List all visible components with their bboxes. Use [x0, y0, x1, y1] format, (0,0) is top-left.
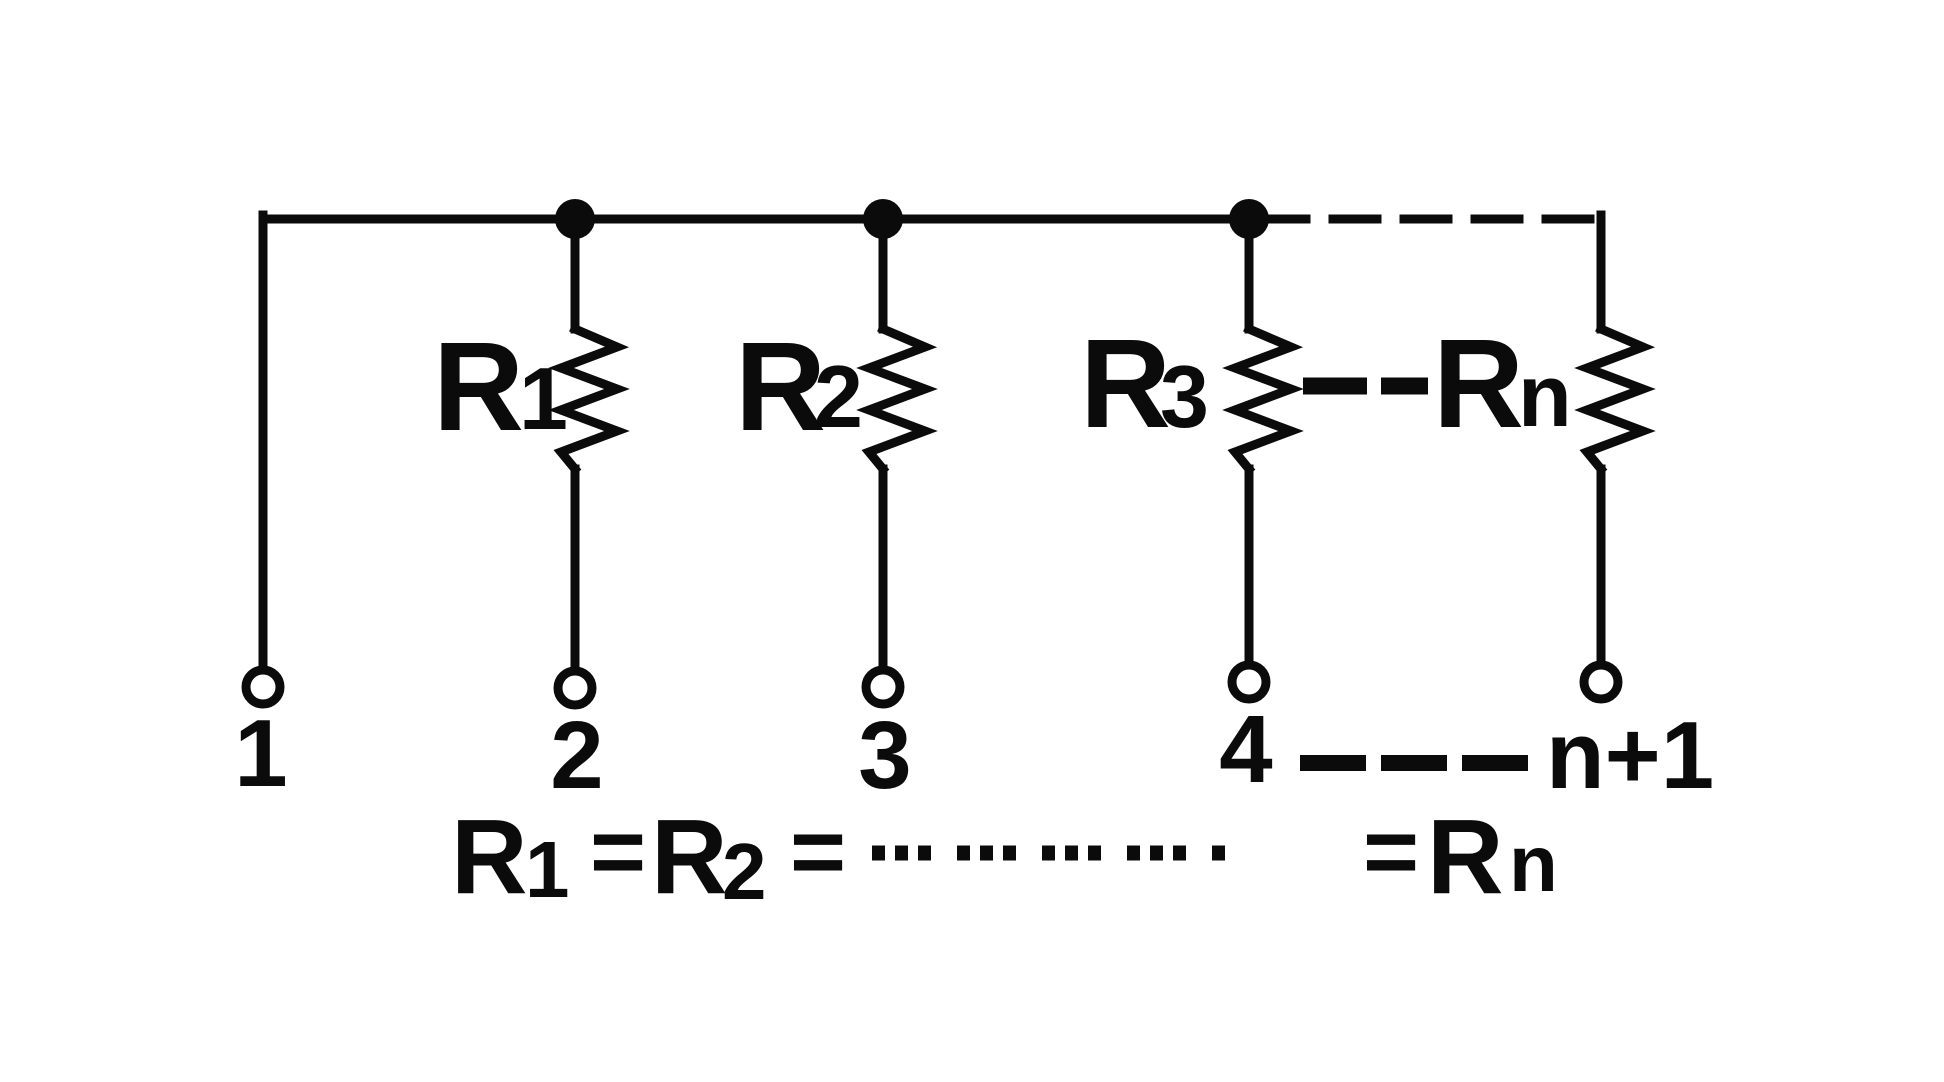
top-bus [258, 199, 1611, 239]
terminal-label-4: 4 [1219, 696, 1272, 803]
branch-r1: R 1 2 [433, 214, 630, 809]
equation-equals-1: = [590, 798, 646, 905]
resistor-label-r1-base: R [433, 316, 524, 457]
terminal-node-1 [241, 665, 285, 709]
terminal-node-2 [553, 666, 597, 710]
branch-r3: R 3 4 [1080, 214, 1304, 803]
terminal-label-n-plus-1: n+1 [1546, 702, 1714, 809]
equation-r1-sub: 1 [525, 825, 570, 914]
terminal-node-n1 [1579, 660, 1623, 704]
equation-r2-sub: 2 [722, 827, 767, 916]
terminal-node-4 [1227, 660, 1271, 704]
resistor-zigzag-r3 [1222, 323, 1304, 476]
resistor-zigzag-r1 [548, 323, 630, 476]
equation: R 1 = R 2 = = R n [451, 798, 1558, 916]
terminal-label-3: 3 [858, 702, 911, 809]
resistor-label-rn-base: R [1433, 313, 1524, 454]
branch-r2: R 2 3 [735, 214, 938, 809]
resistor-label-r1-sub: 1 [519, 349, 568, 448]
equation-r2-base: R [651, 798, 728, 916]
equation-equals-3: = [1363, 798, 1419, 905]
resistor-label-r3-sub: 3 [1160, 347, 1209, 446]
terminal-node-3 [861, 665, 905, 709]
equation-rn-base: R [1427, 798, 1504, 916]
resistor-label-r2-base: R [735, 316, 826, 457]
branch-terminal-1: 1 [234, 210, 288, 807]
resistor-label-rn-sub: n [1518, 346, 1572, 445]
resistor-zigzag-rn [1574, 323, 1656, 476]
resistor-label-r2-sub: 2 [814, 347, 863, 446]
terminal-label-1: 1 [234, 700, 287, 807]
equation-equals-2: = [790, 798, 846, 905]
equation-rn-sub: n [1509, 819, 1558, 908]
equation-r1-base: R [451, 798, 528, 916]
resistor-zigzag-r2 [856, 323, 938, 476]
terminal-label-2: 2 [550, 702, 603, 809]
branch-rn: R n [1433, 210, 1656, 704]
resistor-label-r3-base: R [1080, 313, 1171, 454]
